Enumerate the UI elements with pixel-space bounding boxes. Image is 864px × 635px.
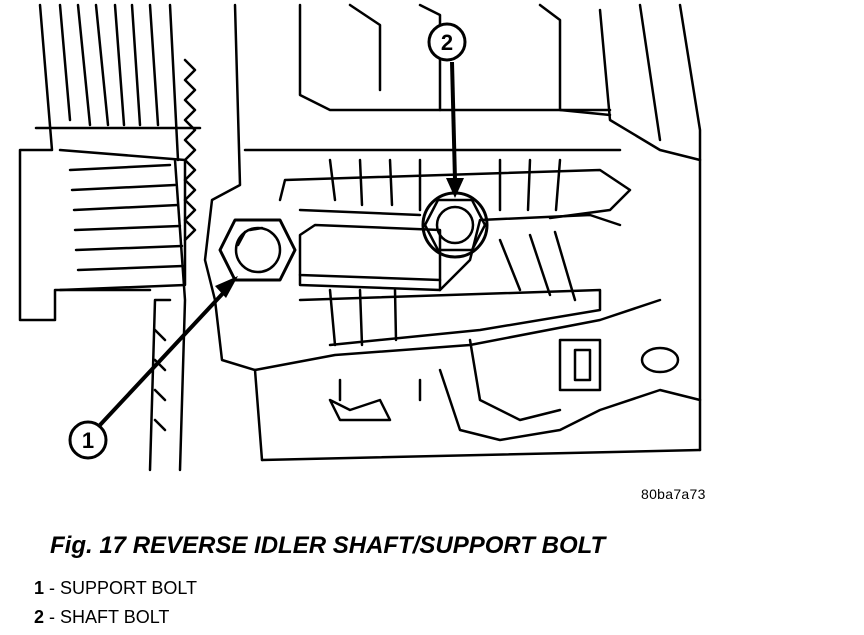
legend-item: 1 - SUPPORT BOLT	[34, 577, 197, 606]
shaft-bolt	[421, 191, 489, 259]
callout-number-2: 2	[441, 30, 453, 55]
callout-number-1: 1	[82, 428, 94, 453]
figure-code: 80ba7a73	[641, 486, 706, 502]
transmission-case	[203, 3, 702, 462]
legend-number: 1	[34, 578, 45, 598]
transmission-illustration: 1 2	[18, 3, 702, 472]
support-bolt	[218, 218, 297, 282]
legend-separator: -	[44, 607, 61, 627]
input-shaft-gear	[18, 3, 202, 472]
figure-caption: Fig. 17 REVERSE IDLER SHAFT/SUPPORT BOLT	[50, 532, 606, 559]
callout-arrow-2	[446, 61, 464, 198]
callout-circle-1: 1	[68, 420, 108, 460]
callout-circle-2: 2	[427, 22, 467, 62]
legend-label: SHAFT BOLT	[60, 607, 170, 627]
legend-label: SUPPORT BOLT	[60, 578, 198, 598]
legend-separator: -	[44, 578, 61, 598]
legend-item: 2 - SHAFT BOLT	[34, 606, 197, 635]
callout-arrow-1	[98, 276, 238, 427]
legend-number: 2	[34, 607, 45, 627]
figure-legend: 1 - SUPPORT BOLT 2 - SHAFT BOLT	[34, 577, 197, 635]
